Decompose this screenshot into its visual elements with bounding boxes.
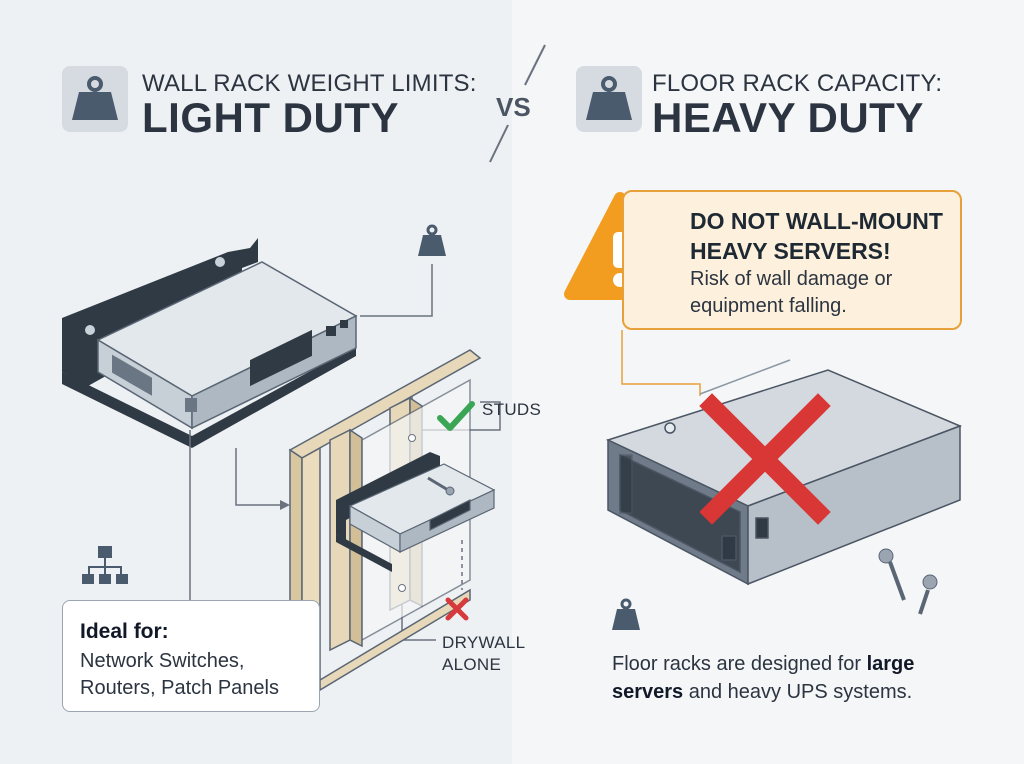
left-title-sub: WALL RACK WEIGHT LIMITS: [142, 70, 477, 97]
vs-label: VS [496, 92, 531, 122]
vs-divider-bottom [489, 124, 509, 163]
ideal-for-list: Network Switches, Routers, Patch Panels [80, 648, 320, 702]
drywall-callout-line: DRYWALL [442, 633, 526, 652]
floor-note-text-end: and heavy UPS systems. [683, 681, 913, 703]
ideal-for-title: Ideal for: [80, 620, 169, 643]
warning-title-line: HEAVY SERVERS! [690, 238, 891, 264]
warning-title: DO NOT WALL-MOUNT HEAVY SERVERS! [690, 206, 943, 266]
vs-divider-top [524, 44, 546, 86]
drywall-callout: DRYWALL ALONE [442, 632, 525, 676]
drywall-callout-line: ALONE [442, 655, 502, 674]
left-title-main: LIGHT DUTY [142, 94, 399, 141]
screw-icon [918, 574, 938, 615]
screw-icon [427, 476, 455, 496]
weight-icon [62, 66, 128, 132]
floor-note-bold: large servers [612, 653, 915, 703]
floor-rack-note: Floor racks are designed for large serve… [612, 650, 972, 706]
studs-callout: STUDS [482, 400, 542, 419]
check-icon [437, 401, 475, 431]
network-switch-large [96, 261, 358, 430]
screw-icon [878, 548, 906, 601]
ideal-for-box [62, 600, 320, 712]
ideal-for-item: Routers, Patch Panels [80, 677, 279, 699]
right-title-sub: FLOOR RACK CAPACITY: [652, 70, 943, 97]
network-switch-small [348, 463, 496, 554]
weight-icon [418, 224, 446, 256]
weight-icon [576, 66, 642, 132]
network-tree-icon [82, 546, 128, 584]
cross-icon [699, 393, 831, 525]
right-title-main: HEAVY DUTY [652, 94, 924, 141]
warning-body-line: equipment falling. [690, 295, 847, 317]
weight-icon [612, 598, 640, 630]
warning-title-line: DO NOT WALL-MOUNT [690, 208, 943, 234]
floor-note-text: Floor racks are designed for [612, 653, 867, 675]
ideal-for-item: Network Switches, [80, 650, 245, 672]
warning-body-line: Risk of wall damage or [690, 268, 893, 290]
cross-icon [445, 597, 469, 621]
warning-body: Risk of wall damage or equipment falling… [690, 266, 892, 320]
warning-box [622, 190, 962, 330]
